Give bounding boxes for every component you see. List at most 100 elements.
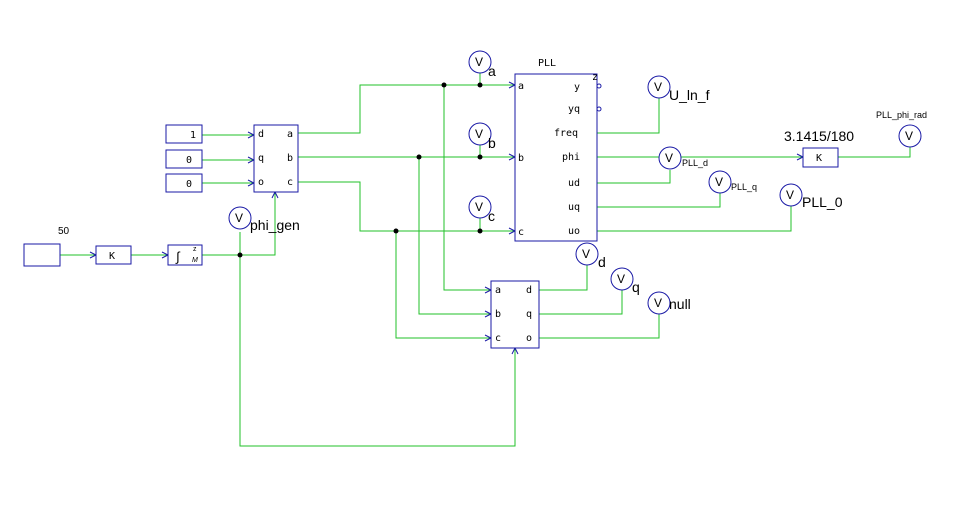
- gain-k2-value: 3.1415/180: [784, 128, 854, 144]
- voltmeter-pll-q[interactable]: V PLL_q: [708, 170, 757, 194]
- voltmeter-c[interactable]: V c: [468, 195, 495, 224]
- voltmeter-a-label: a: [488, 63, 496, 79]
- wire-park-q: [539, 290, 623, 315]
- constant-o-value: 0: [186, 179, 192, 190]
- gain-block-k1[interactable]: K: [95, 245, 132, 265]
- wire-uq-out: [597, 193, 721, 208]
- svg-text:V: V: [475, 55, 483, 69]
- pll-block[interactable]: PLL a b c z y yq freq phi ud uq uo: [514, 58, 602, 242]
- voltmeter-q[interactable]: V q: [610, 267, 640, 295]
- voltmeter-pll-phi-rad[interactable]: PLL_phi_rad V: [876, 110, 927, 148]
- integrator-z: z: [193, 246, 197, 253]
- pll-output-uo: uo: [568, 226, 580, 237]
- constant-source-d[interactable]: 1: [165, 124, 203, 144]
- gen-output-c: c: [287, 177, 293, 188]
- frequency-value: 50: [58, 226, 70, 237]
- wire-uo-out: [597, 206, 792, 232]
- voltmeter-pll-q-label: PLL_q: [731, 182, 757, 192]
- wire-park-o: [539, 314, 660, 339]
- voltmeter-d[interactable]: V d: [575, 242, 606, 270]
- constant-source-q[interactable]: 0: [165, 149, 203, 169]
- wire-phi-gen-to-park: [239, 232, 516, 447]
- gen-input-o: o: [258, 177, 264, 188]
- wire-tap-c: [395, 231, 491, 339]
- integrator-m: M: [192, 257, 198, 264]
- svg-text:V: V: [235, 211, 243, 225]
- voltmeter-pll-d[interactable]: V PLL_d: [658, 146, 708, 170]
- pll-input-a: a: [518, 81, 524, 92]
- park-input-a: a: [495, 285, 501, 296]
- voltmeter-pll-phi-rad-label: PLL_phi_rad: [876, 110, 927, 120]
- pll-output-uq: uq: [568, 202, 580, 213]
- wire-tap-a: [443, 85, 491, 291]
- input-arrows: [89, 81, 805, 355]
- voltmeter-pll-0[interactable]: V PLL_0: [779, 183, 843, 210]
- voltmeter-null[interactable]: V null: [647, 291, 691, 315]
- wire-park-d: [539, 265, 588, 291]
- integrator-block[interactable]: ∫ z M: [167, 244, 203, 266]
- pll-output-y: y: [574, 82, 580, 93]
- voltmeter-icon: [228, 206, 252, 230]
- voltmeter-phi-gen[interactable]: V phi_gen: [228, 206, 300, 233]
- voltmeter-u-ln-f-label: U_ln_f: [669, 87, 710, 103]
- pll-z-marker: z: [592, 72, 598, 83]
- voltmeter-icon: [575, 242, 599, 266]
- pll-input-b: b: [518, 153, 524, 164]
- frequency-source[interactable]: 50: [23, 226, 70, 267]
- junctions: [237, 82, 483, 258]
- wire-gen-c: [298, 181, 515, 232]
- wire-freq-out: [597, 98, 660, 134]
- voltmeter-null-label: null: [669, 296, 691, 312]
- pll-output-phi: phi: [562, 152, 580, 163]
- voltmeter-phi-gen-label: phi_gen: [250, 217, 300, 233]
- voltmeter-icon: [610, 267, 634, 291]
- voltmeter-b[interactable]: V b: [468, 122, 496, 151]
- voltmeter-c-label: c: [488, 208, 495, 224]
- voltmeter-b-label: b: [488, 135, 496, 151]
- voltmeter-icon: [468, 122, 492, 146]
- integrator-symbol: ∫: [175, 249, 181, 264]
- constant-source-o[interactable]: 0: [165, 173, 203, 193]
- dq0-to-abc-block[interactable]: d q o a b c: [253, 124, 299, 193]
- svg-text:V: V: [654, 296, 662, 310]
- voltmeter-icon: [779, 183, 803, 207]
- svg-text:V: V: [582, 247, 590, 261]
- voltmeter-pll-d-label: PLL_d: [682, 158, 708, 168]
- pll-input-c: c: [518, 227, 524, 238]
- pll-title: PLL: [538, 58, 556, 69]
- wire-ud-out: [597, 170, 671, 184]
- voltmeter-u-ln-f[interactable]: V U_ln_f: [647, 75, 710, 103]
- voltmeter-d-label: d: [598, 254, 606, 270]
- voltmeter-icon: [647, 75, 671, 99]
- voltmeter-icon: [658, 146, 682, 170]
- wire-integrator-to-gen-theta: [202, 192, 276, 256]
- voltmeter-icon: [468, 50, 492, 74]
- voltmeter-icon: [647, 291, 671, 315]
- svg-text:V: V: [665, 151, 673, 165]
- svg-text:V: V: [654, 80, 662, 94]
- svg-text:V: V: [617, 272, 625, 286]
- wire-k2-out: [838, 147, 911, 158]
- gain-k1-label: K: [109, 251, 115, 262]
- pll-output-yq: yq: [568, 104, 580, 115]
- park-input-c: c: [495, 333, 501, 344]
- svg-text:V: V: [715, 175, 723, 189]
- wire-tap-b: [418, 157, 491, 315]
- gen-output-b: b: [287, 153, 293, 164]
- abc-to-dq0-block[interactable]: a b c d q o: [490, 280, 540, 349]
- park-output-d: d: [526, 285, 532, 296]
- wire-gen-a: [298, 84, 515, 134]
- svg-text:V: V: [905, 129, 913, 143]
- constant-q-value: 0: [186, 155, 192, 166]
- gain-block-k2[interactable]: 3.1415/180 K: [784, 128, 854, 168]
- voltmeter-icon: [898, 124, 922, 148]
- voltmeter-pll-0-label: PLL_0: [802, 194, 843, 210]
- wires: [60, 73, 911, 447]
- gen-input-d: d: [258, 129, 264, 140]
- voltmeter-icon: [468, 195, 492, 219]
- voltmeter-a[interactable]: V a: [468, 50, 496, 79]
- park-output-o: o: [526, 333, 532, 344]
- park-input-b: b: [495, 309, 501, 320]
- svg-text:V: V: [786, 188, 794, 202]
